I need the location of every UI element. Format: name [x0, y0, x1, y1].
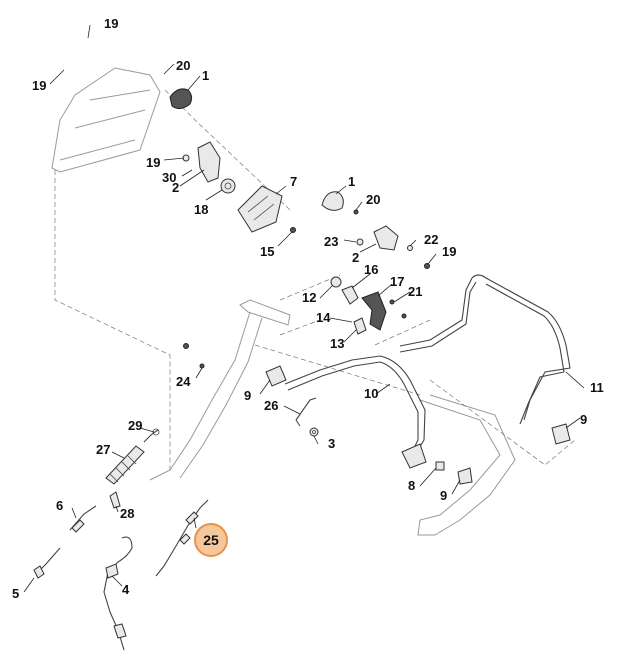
highlight-circle — [194, 523, 228, 557]
callout-25: 25 — [203, 532, 219, 548]
callout-8: 8 — [408, 478, 415, 493]
callout-4: 4 — [122, 582, 130, 597]
callout-3: 3 — [328, 436, 335, 451]
callout-2: 2 — [172, 180, 179, 195]
callout-20: 20 — [366, 192, 380, 207]
callout-19: 19 — [442, 244, 456, 259]
switch-housing — [237, 185, 296, 233]
cable-25 — [155, 499, 209, 577]
callout-26: 26 — [264, 398, 278, 413]
handle-frame-ghost — [51, 67, 576, 536]
callout-20: 20 — [176, 58, 190, 73]
callout-1: 1 — [202, 68, 209, 83]
callout-16: 16 — [364, 262, 378, 277]
callout-7: 7 — [290, 174, 297, 189]
callout-1: 1 — [348, 174, 355, 189]
callout-5: 5 — [12, 586, 19, 601]
grips — [265, 365, 571, 485]
callout-13: 13 — [330, 336, 344, 351]
callout-22: 22 — [424, 232, 438, 247]
callout-9: 9 — [440, 488, 447, 503]
leader-lines — [23, 24, 585, 593]
callout-23: 23 — [324, 234, 338, 249]
callout-19: 19 — [32, 78, 46, 93]
callout-28: 28 — [120, 506, 134, 521]
knob-right — [321, 191, 344, 211]
callout-30: 30 — [162, 170, 176, 185]
callout-6: 6 — [56, 498, 63, 513]
callout-19: 19 — [146, 155, 160, 170]
highlight-callout-25[interactable]: 25 — [194, 523, 228, 557]
callout-10: 10 — [364, 386, 378, 401]
callout-18: 18 — [194, 202, 208, 217]
lever-mechanism — [330, 276, 407, 335]
callout-29: 29 — [128, 418, 142, 433]
callout-12: 12 — [302, 290, 316, 305]
cable-left — [33, 491, 133, 651]
callout-9: 9 — [580, 412, 587, 427]
callout-9: 9 — [244, 388, 251, 403]
lever-bracket-right — [353, 209, 430, 269]
handle-bar-upper — [399, 274, 571, 425]
handle-bar-lower — [284, 355, 427, 469]
callout-19: 19 — [104, 16, 118, 31]
callout-21: 21 — [408, 284, 422, 299]
callout-2: 2 — [352, 250, 359, 265]
callout-27: 27 — [96, 442, 110, 457]
callout-17: 17 — [390, 274, 404, 289]
callout-14: 14 — [316, 310, 331, 325]
spring-assembly — [105, 428, 160, 485]
callout-15: 15 — [260, 244, 274, 259]
callout-24: 24 — [176, 374, 191, 389]
callout-labels: 19 19 20 1 19 30 2 18 7 15 1 20 23 2 22 … — [12, 16, 604, 601]
callout-11: 11 — [590, 380, 604, 395]
knob-upper — [169, 88, 193, 110]
lever-bracket-left — [182, 141, 236, 194]
